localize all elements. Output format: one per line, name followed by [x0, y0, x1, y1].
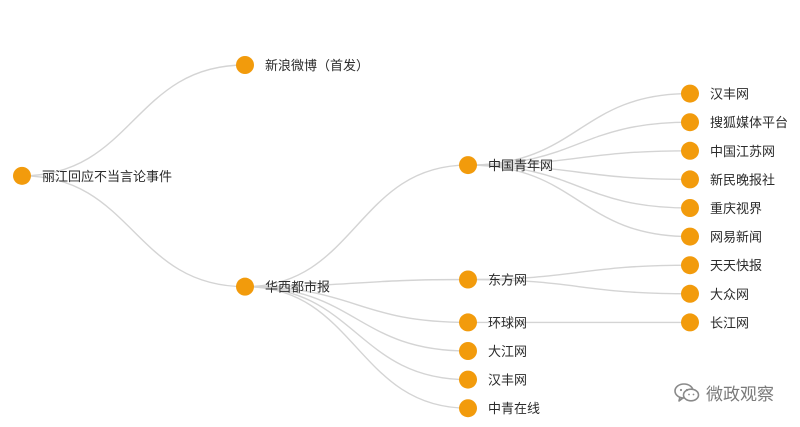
node-label: 天天快报 — [710, 259, 762, 274]
tree-node[interactable]: 重庆视界 — [681, 199, 762, 217]
tree-link — [467, 278, 691, 295]
tree-link — [21, 175, 246, 288]
node-label: 大众网 — [710, 288, 749, 303]
node-label: 中国青年网 — [488, 159, 553, 174]
node-label: 华西都市报 — [265, 280, 330, 296]
tree-node[interactable]: 新浪微博（首发） — [236, 56, 369, 74]
tree-node[interactable]: 中青在线 — [459, 399, 540, 418]
tree-node[interactable]: 大众网 — [681, 284, 749, 303]
node-dot[interactable] — [681, 256, 699, 275]
node-label: 大江网 — [488, 345, 527, 360]
node-dot[interactable] — [459, 399, 477, 418]
tree-node[interactable]: 东方网 — [459, 270, 527, 289]
node-dot[interactable] — [459, 156, 477, 175]
tree-link — [244, 285, 469, 324]
tree-node[interactable]: 环球网 — [459, 313, 527, 332]
nodes: 丽江回应不当言论事件新浪微博（首发）华西都市报中国青年网汉丰网搜狐媒体平台中国江… — [13, 56, 788, 418]
watermark: 微政观察 — [674, 380, 774, 405]
tree-link — [244, 285, 469, 352]
tree-link — [244, 278, 469, 288]
node-dot[interactable] — [459, 370, 477, 389]
node-label: 丽江回应不当言论事件 — [42, 169, 172, 185]
tree-link — [467, 150, 691, 166]
node-dot[interactable] — [681, 199, 699, 217]
node-label: 搜狐媒体平台 — [710, 116, 788, 131]
node-label: 长江网 — [710, 316, 749, 331]
node-dot[interactable] — [681, 113, 699, 132]
tree-link — [467, 164, 691, 209]
node-label: 中国江苏网 — [710, 144, 775, 160]
node-label: 东方网 — [488, 273, 527, 289]
tree-link — [467, 164, 691, 181]
node-dot[interactable] — [681, 227, 699, 246]
wechat-icon — [674, 382, 700, 402]
tree-link — [467, 164, 691, 238]
node-label: 网易新闻 — [710, 230, 762, 246]
tree-node[interactable]: 大江网 — [459, 342, 527, 360]
node-label: 环球网 — [488, 316, 527, 331]
node-label: 重庆视界 — [710, 201, 762, 217]
tree-link — [21, 64, 246, 177]
node-label: 汉丰网 — [488, 374, 527, 389]
tree-link — [467, 264, 691, 281]
tree-link — [467, 92, 691, 166]
node-dot[interactable] — [459, 270, 477, 289]
tree-link — [244, 164, 469, 288]
tree-node[interactable]: 丽江回应不当言论事件 — [13, 166, 172, 185]
tree-node[interactable]: 中国青年网 — [459, 156, 553, 175]
node-dot[interactable] — [681, 141, 699, 160]
node-dot[interactable] — [459, 313, 477, 332]
node-label: 新民晚报社 — [710, 172, 775, 188]
node-label: 新浪微博（首发） — [265, 58, 369, 74]
tree-node[interactable]: 汉丰网 — [681, 84, 749, 103]
node-dot[interactable] — [13, 166, 31, 185]
node-label: 汉丰网 — [710, 88, 749, 103]
node-dot[interactable] — [681, 84, 699, 103]
node-dot[interactable] — [236, 277, 254, 296]
node-dot[interactable] — [681, 313, 699, 332]
tree-node[interactable]: 中国江苏网 — [681, 141, 775, 160]
node-label: 中青在线 — [488, 402, 540, 417]
tree-node[interactable]: 网易新闻 — [681, 227, 762, 246]
tree-node[interactable]: 长江网 — [681, 313, 749, 332]
tree-node[interactable]: 新民晚报社 — [681, 170, 775, 189]
node-dot[interactable] — [459, 342, 477, 360]
tree-link — [244, 285, 469, 381]
tree-node[interactable]: 搜狐媒体平台 — [681, 113, 788, 132]
tree-node[interactable]: 天天快报 — [681, 256, 762, 275]
watermark-text: 微政观察 — [706, 385, 774, 405]
node-dot[interactable] — [681, 284, 699, 303]
tree-link — [467, 121, 691, 166]
node-dot[interactable] — [236, 56, 254, 74]
tree-node[interactable]: 华西都市报 — [236, 277, 330, 296]
node-dot[interactable] — [681, 170, 699, 189]
tree-node[interactable]: 汉丰网 — [459, 370, 527, 389]
tree-link — [244, 285, 469, 409]
links — [21, 64, 691, 409]
